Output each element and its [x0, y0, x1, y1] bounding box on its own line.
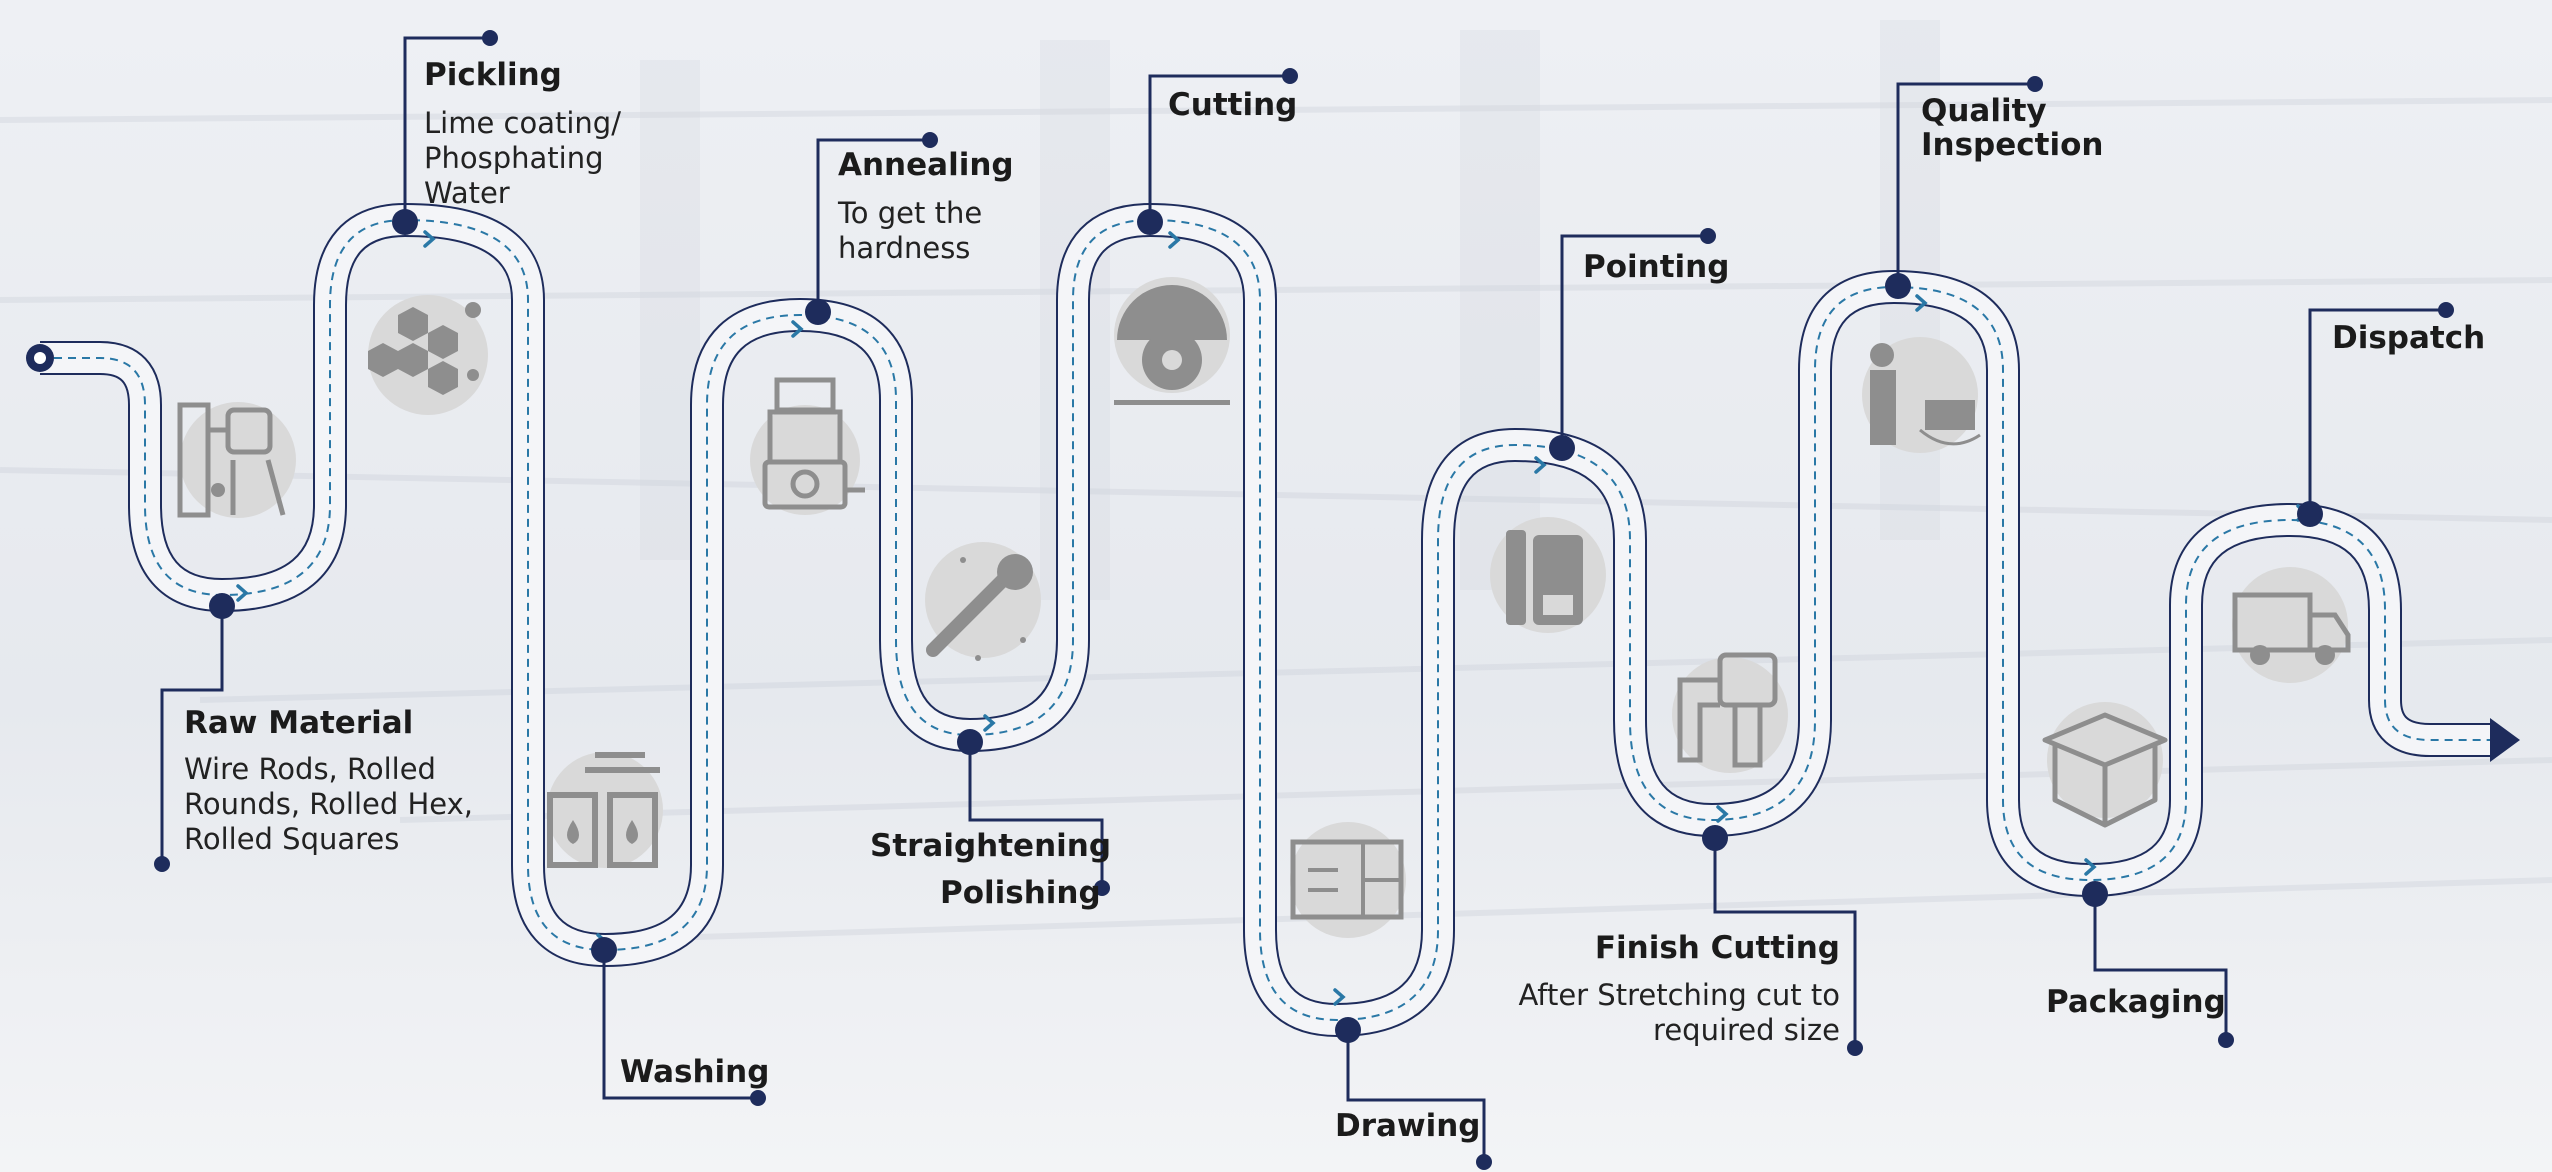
welder-icon: [177, 402, 296, 518]
step-title-raw-material: Raw Material: [184, 705, 414, 741]
step-desc-finish-cutting: After Stretching cut to required size: [1518, 978, 1840, 1047]
step-title-annealing: Annealing: [838, 147, 1014, 183]
step-title-pointing: Pointing: [1583, 249, 1730, 285]
node-dots: [154, 30, 2454, 1170]
step-title-polishing: Polishing: [940, 875, 1101, 911]
inspector-icon: [1862, 337, 1981, 453]
end-arrow: [2490, 718, 2520, 762]
step-title-drawing: Drawing: [1335, 1108, 1481, 1144]
blueprint-icon: [1290, 822, 1406, 938]
leader-lines: [160, 36, 2446, 1162]
box-icon: [2042, 702, 2168, 828]
polisher-icon: [925, 542, 1041, 661]
step-desc-raw-material: Wire Rods, Rolled Rounds, Rolled Hex, Ro…: [184, 752, 473, 856]
step-desc-pickling: Lime coating/ Phosphating Water: [424, 106, 621, 210]
step-title-quality-inspection: Quality Inspection: [1921, 93, 2104, 163]
truck-icon: [2232, 567, 2351, 683]
start-marker: [26, 344, 54, 372]
step-desc-annealing: To get the hardness: [838, 196, 983, 265]
saw-blade-icon: [1114, 277, 1230, 405]
step-title-dispatch: Dispatch: [2332, 320, 2486, 356]
machine-icon: [1490, 517, 1606, 633]
step-title-finish-cutting: Finish Cutting: [1594, 930, 1840, 966]
step-title-pickling: Pickling: [424, 57, 562, 93]
step-title-cutting: Cutting: [1168, 87, 1298, 123]
step-title-straightening: Straightening: [870, 828, 1112, 864]
molecule-icon: [368, 295, 488, 415]
furnace-icon: [750, 377, 865, 515]
step-title-washing: Washing: [620, 1054, 770, 1090]
factory-drop-icon: [547, 752, 663, 868]
flow-path: [40, 202, 2495, 1038]
nail-gun-icon: [1672, 652, 1788, 773]
step-title-packaging: Packaging: [2046, 984, 2226, 1020]
